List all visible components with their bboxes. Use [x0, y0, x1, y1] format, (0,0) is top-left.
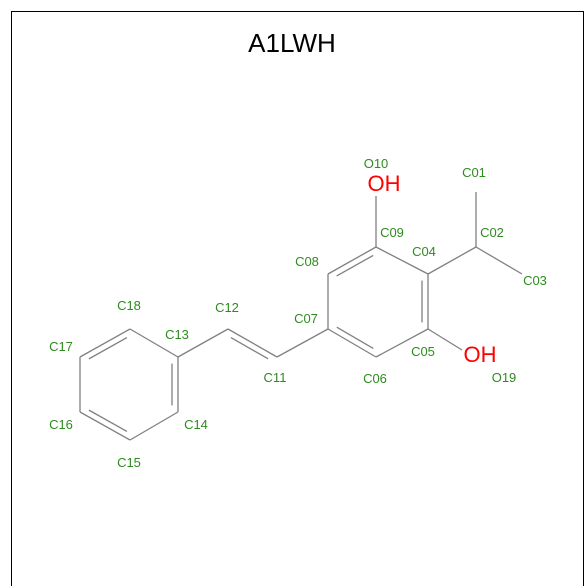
bond-c08-c09	[327, 246, 377, 275]
bond-c09-c04	[375, 246, 429, 275]
bond-c18-c13	[129, 328, 179, 358]
molecule-title: A1LWH	[248, 28, 336, 58]
atom-label-c03: C03	[523, 273, 547, 288]
hydroxyl-label: OH	[368, 171, 401, 196]
atom-label-c17: C17	[49, 339, 73, 354]
bond-c17-c18	[79, 328, 131, 358]
hydroxyl-label: OH	[464, 342, 497, 367]
atom-label-c18: C18	[117, 298, 141, 313]
bond-c02-c03	[475, 246, 523, 275]
bond-c15-c16	[79, 411, 131, 441]
atom-label-c09: C09	[380, 225, 404, 240]
atom-label-c01: C01	[462, 165, 486, 180]
bond-c08-c09-double	[336, 254, 374, 277]
bond-c15-c16-double	[88, 409, 128, 432]
bond-c05-c06	[375, 328, 429, 358]
atom-label-c06: C06	[363, 371, 387, 386]
atom-label-c14: C14	[184, 417, 208, 432]
atom-label-c07: C07	[294, 311, 318, 326]
atom-label-o10: O10	[364, 156, 389, 171]
atom-label-c16: C16	[49, 417, 73, 432]
atom-label-c13: C13	[165, 327, 189, 342]
bond-c06-c07	[327, 328, 377, 358]
bond-c02-c04	[427, 246, 477, 275]
bond-c05-o19	[427, 328, 463, 351]
bond-c06-c07-double	[336, 326, 374, 350]
atom-label-c05: C05	[411, 344, 435, 359]
bond-c11-c12-double	[230, 337, 269, 360]
bond-c17-c18-double	[88, 337, 128, 360]
atom-label-c12: C12	[215, 300, 239, 315]
atom-label-c11: C11	[264, 370, 287, 385]
atom-label-c08: C08	[295, 254, 319, 269]
atom-label-o19: O19	[492, 370, 517, 385]
bond-c12-c13	[177, 328, 229, 358]
atom-label-c04: C04	[412, 244, 436, 259]
atom-label-c02: C02	[480, 225, 504, 240]
bond-c07-c11	[276, 328, 329, 358]
atom-label-c15: C15	[117, 455, 141, 470]
bond-c11-c12	[227, 328, 278, 358]
bond-c14-c15	[129, 411, 179, 441]
